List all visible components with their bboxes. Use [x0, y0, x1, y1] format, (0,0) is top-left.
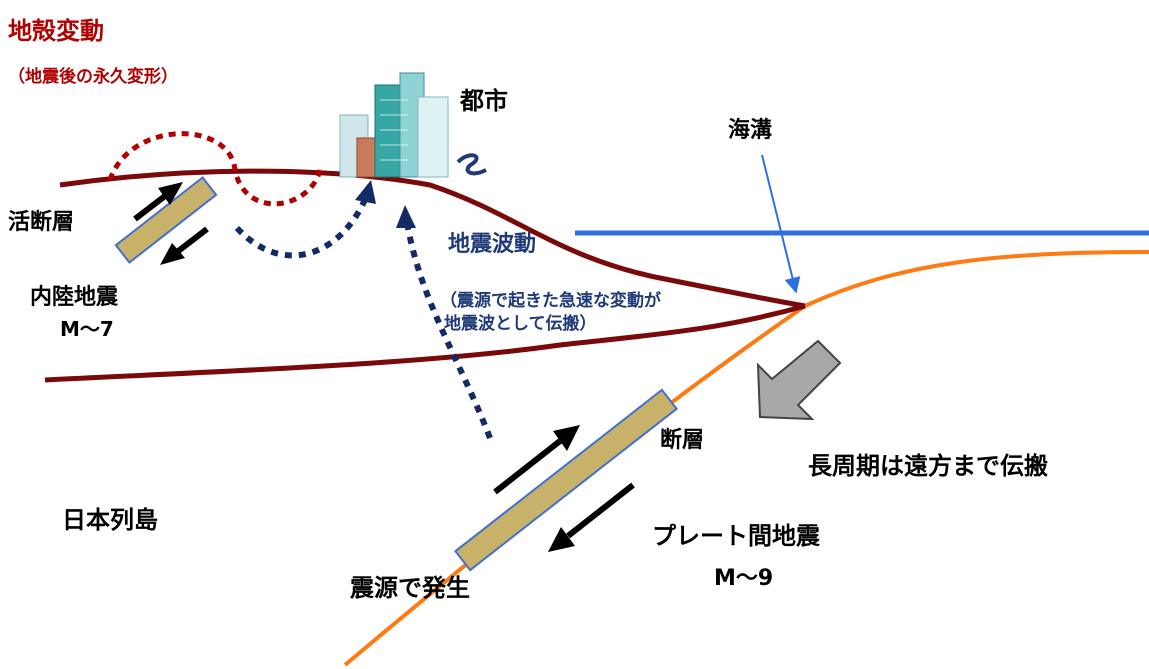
trench-label: 海溝: [728, 118, 773, 143]
active-fault-label: 活断層: [8, 210, 75, 235]
slip-arrow-icon: [133, 182, 209, 265]
ground-shaking-icon: [456, 153, 487, 176]
interplate-fault-block: [453, 388, 679, 572]
propagation-arrow-icon: [756, 339, 842, 421]
fault-label: 断層: [660, 428, 705, 453]
inland-earthquake-label: 内陸地震: [30, 285, 119, 310]
inland-magnitude-label: M〜7: [60, 317, 114, 341]
trench-pointer: [761, 154, 801, 294]
plate-boundary-line: [343, 250, 1149, 667]
permanent-deformation-curve: [107, 131, 323, 207]
long-period-label: 長周期は遠方まで伝搬: [808, 452, 1048, 480]
interplate-earthquake-label: プレート間地震: [652, 522, 820, 550]
crust-surface-line: [59, 168, 806, 309]
wave-note-line-2: 地震波として伝搬）: [444, 314, 597, 334]
wave-propagation-arrows: [234, 180, 493, 440]
city-label: 都市: [460, 87, 508, 115]
wave-note-line-1: （震源で起きた急速な変動が: [440, 291, 661, 311]
active-fault-block: [114, 176, 218, 264]
hypocenter-label: 震源で発生: [350, 574, 470, 602]
interplate-magnitude-label: M〜9: [714, 566, 774, 591]
crust-lower-line: [44, 303, 806, 383]
city-buildings-icon: [339, 72, 449, 178]
slip-arrow-icon: [493, 425, 635, 552]
subtitle: （地震後の永久変形）: [8, 67, 178, 87]
japan-islands-label: 日本列島: [62, 506, 158, 534]
seismic-wave-label: 地震波動: [448, 232, 537, 257]
title: 地殻変動: [8, 17, 104, 45]
